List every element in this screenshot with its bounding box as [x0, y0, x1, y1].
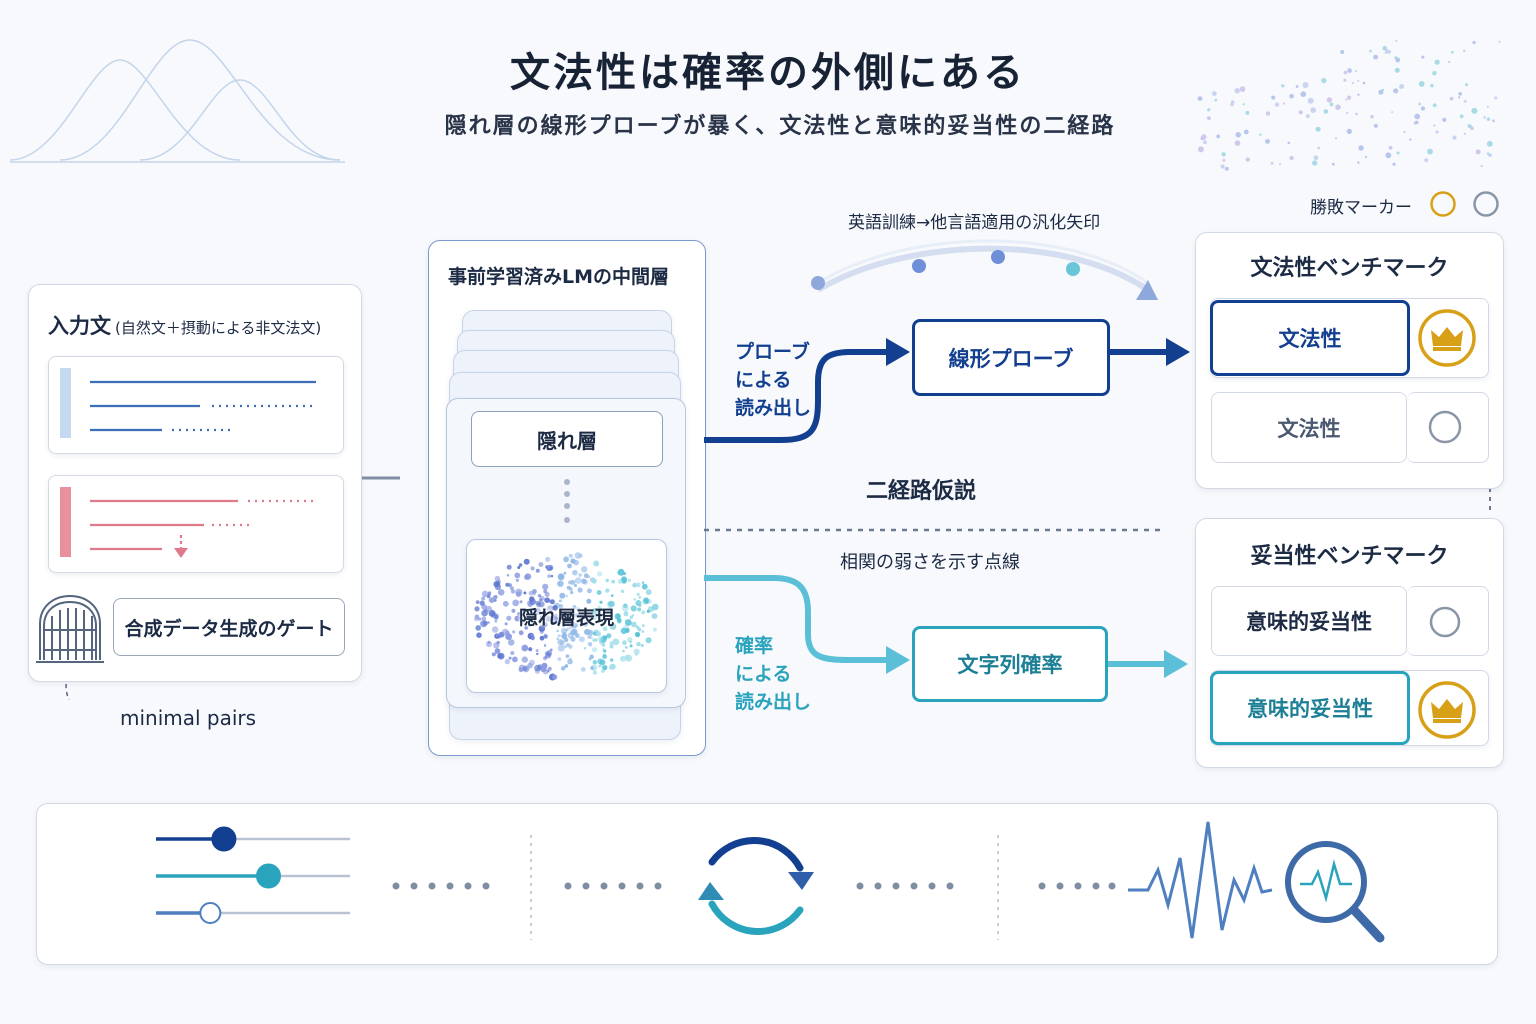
sliders-icon	[156, 826, 350, 924]
gate-icon	[36, 594, 104, 663]
loser-marker-icon	[1428, 410, 1462, 444]
generalization-arc	[816, 245, 1150, 293]
probability-path-arrow	[704, 575, 888, 663]
grammar-row-winner: 文法性	[1210, 300, 1410, 376]
plausibility-markers	[1418, 606, 1476, 739]
refresh-cycle-icon	[708, 837, 804, 935]
winner-marker-legend-label: 勝敗マーカー	[1310, 198, 1412, 218]
linear-probe-node: 線形プローブ	[912, 319, 1110, 396]
lm-panel-title: 事前学習済みLMの中間層	[448, 266, 670, 288]
grammar-markers	[1418, 309, 1476, 444]
plausibility-row-loser-frame	[1407, 586, 1489, 656]
natural-sentence-bar	[60, 368, 71, 438]
layer-ellipsis	[564, 479, 570, 523]
input-title: 入力文	[48, 314, 111, 338]
prob-readout-line-3: 読み出し	[735, 691, 812, 713]
prob-readout-line-1: 確率	[735, 635, 774, 657]
prob-readout-line-2: による	[735, 663, 792, 685]
input-title-note: (自然文＋摂動による非文法文)	[115, 319, 322, 337]
probe-readout-line-1: プローブ	[735, 341, 810, 363]
crown-icon	[1418, 681, 1476, 739]
crown-icon	[1418, 309, 1476, 367]
probe-path-arrow	[704, 349, 888, 443]
hidden-layer-box: 隠れ層	[471, 411, 663, 467]
slider-knob[interactable]	[211, 826, 237, 852]
probe-readout-line-2: による	[735, 369, 792, 391]
page-title: 文法性は確率の外側にある	[510, 50, 1026, 96]
plausibility-row-loser: 意味的妥当性	[1211, 586, 1407, 656]
hidden-representation-cloud	[474, 552, 659, 681]
loser-marker-icon	[1429, 606, 1461, 638]
waveform-icon	[1128, 821, 1273, 939]
plausibility-benchmark-title: 妥当性ベンチマーク	[1250, 544, 1449, 569]
string-probability-node: 文字列確率	[912, 626, 1108, 702]
grammar-row-loser-frame	[1407, 392, 1489, 463]
hidden-representation-label: 隠れ層表現	[518, 607, 614, 629]
grammar-row-loser: 文法性	[1211, 392, 1407, 463]
gate-label-box: 合成データ生成のゲート	[113, 598, 345, 656]
plausibility-row-winner: 意味的妥当性	[1210, 671, 1410, 745]
loser-legend-icon	[1473, 191, 1499, 217]
page-subtitle: 隠れ層の線形プローブが暴く、文法性と意味的妥当性の二経路	[444, 114, 1116, 139]
probability-readout-label: 確率 による 読み出し	[735, 632, 811, 716]
bottom-toolbar-panel	[36, 803, 1498, 965]
perturbation-arrow-icon	[174, 548, 188, 558]
sentence-lines	[36, 368, 400, 700]
grammar-benchmark-title: 文法性ベンチマーク	[1250, 256, 1449, 281]
minimal-pairs-label: minimal pairs	[120, 706, 257, 730]
weak-correlation-note: 相関の弱さを示す点線	[840, 552, 1020, 573]
probe-readout-label: プローブ による 読み出し	[735, 338, 811, 422]
winner-legend-icon	[1430, 191, 1456, 217]
slider-knob[interactable]	[256, 863, 281, 889]
magnifier-waveform-icon	[1285, 841, 1385, 943]
probe-readout-line-3: 読み出し	[735, 397, 812, 419]
two-path-hypothesis-label: 二経路仮説	[866, 479, 977, 504]
input-panel-title: 入力文(自然文＋摂動による非文法文)	[48, 310, 321, 340]
slider-knob[interactable]	[199, 902, 222, 924]
ungrammatical-sentence-bar	[60, 487, 71, 557]
generalization-label: 英語訓練→他言語適用の汎化矢印	[848, 213, 1101, 233]
winner-marker-legend	[1430, 191, 1499, 217]
